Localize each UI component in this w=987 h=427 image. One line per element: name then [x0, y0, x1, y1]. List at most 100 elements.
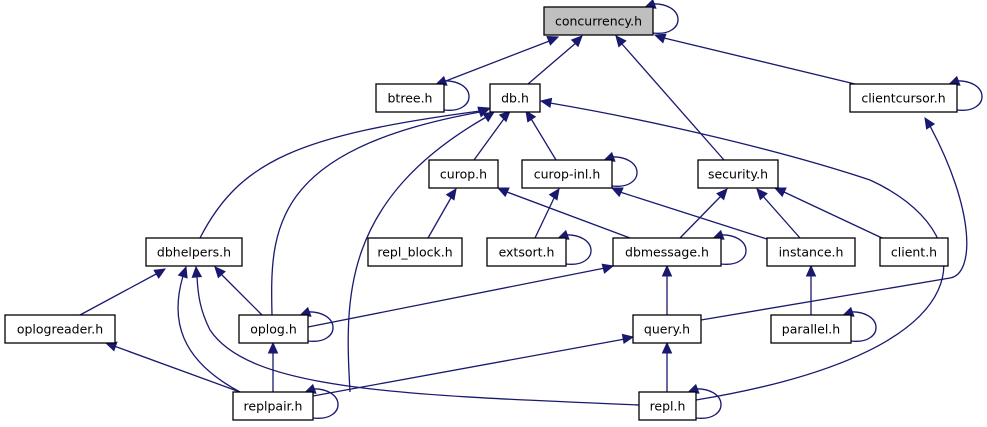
arrowhead-icon — [924, 116, 936, 130]
node-box — [770, 314, 852, 344]
edge-line — [199, 110, 481, 239]
edge-line — [347, 115, 489, 393]
arrowhead-icon — [773, 187, 787, 198]
arrowhead-icon — [805, 264, 817, 277]
edge-replpair-to-query — [312, 333, 635, 397]
arrowhead-icon — [496, 187, 510, 198]
node-box — [238, 314, 309, 344]
node-oplogreader[interactable]: oplogreader.h — [4, 314, 116, 344]
node-curop[interactable]: curop.h — [428, 159, 499, 189]
self-loop-edge-oplog-to-oplog — [298, 306, 334, 342]
edge-oplog-to-db — [271, 107, 491, 316]
edge-replpair-to-oplogreader — [104, 341, 241, 393]
node-btree[interactable]: btree.h — [375, 83, 445, 113]
node-box — [697, 159, 779, 189]
node-label: replpair.h — [244, 399, 303, 414]
node-label: parallel.h — [782, 322, 840, 337]
edge-db-to-concurrency — [527, 35, 583, 85]
node-label: extsort.h — [499, 245, 555, 260]
edge-line — [113, 345, 241, 393]
node-box — [632, 314, 702, 344]
root-node-box — [543, 6, 654, 36]
node-box — [145, 237, 243, 267]
edge-replpair-to-dbhelpers — [177, 265, 241, 393]
edge-instance-to-curop_inl — [610, 187, 771, 241]
node-label: curop.h — [440, 167, 487, 182]
edge-dbmessage-to-security — [679, 188, 728, 239]
edge-line — [952, 80, 983, 111]
edge-line — [700, 125, 968, 321]
node-clientcursor[interactable]: clientcursor.h — [849, 83, 958, 113]
node-parallel[interactable]: parallel.h — [770, 314, 852, 344]
arrowhead-icon — [756, 188, 768, 201]
node-dbmessage[interactable]: dbmessage.h — [612, 237, 722, 267]
node-repl[interactable]: repl.h — [638, 391, 697, 421]
node-instance[interactable]: instance.h — [766, 237, 856, 267]
edge-line — [619, 191, 771, 241]
edge-line — [527, 41, 578, 85]
edge-line — [783, 191, 883, 239]
edge-line — [621, 43, 725, 161]
arrowhead-icon — [267, 341, 279, 354]
edge-line — [691, 388, 722, 419]
node-box — [375, 83, 445, 113]
node-extsort[interactable]: extsort.h — [486, 237, 567, 267]
node-dbhelpers[interactable]: dbhelpers.h — [145, 237, 243, 267]
node-concurrency[interactable]: concurrency.h — [543, 6, 654, 36]
arrowhead-icon — [601, 263, 615, 274]
arrowhead-icon — [610, 187, 624, 198]
node-label: security.h — [708, 167, 768, 182]
edges-layer — [79, 0, 983, 419]
node-box — [367, 237, 463, 267]
arrowhead-icon — [525, 109, 537, 123]
node-box — [489, 83, 541, 113]
edge-oplogreader-to-dbhelpers — [79, 268, 167, 316]
node-client[interactable]: client.h — [879, 237, 949, 267]
arrowhead-icon — [153, 268, 167, 279]
edge-line — [561, 234, 592, 265]
edge-line — [761, 194, 801, 239]
edge-line — [219, 272, 263, 316]
node-box — [879, 237, 949, 267]
edge-client-to-security — [773, 187, 883, 239]
node-box — [428, 159, 499, 189]
edge-line — [196, 276, 640, 406]
node-label: dbhelpers.h — [157, 245, 231, 260]
node-oplog[interactable]: oplog.h — [238, 314, 309, 344]
node-security[interactable]: security.h — [697, 159, 779, 189]
edge-line — [312, 338, 626, 397]
node-repl-block[interactable]: repl_block.h — [367, 237, 463, 267]
node-box — [486, 237, 567, 267]
edge-repl-to-query — [661, 341, 673, 392]
edge-line — [177, 275, 241, 393]
arrowhead-icon — [177, 265, 188, 279]
node-db[interactable]: db.h — [489, 83, 541, 113]
arrowhead-icon — [477, 107, 491, 118]
arrowhead-icon — [548, 188, 560, 201]
edge-line — [439, 80, 470, 111]
node-label: query.h — [644, 322, 690, 337]
edge-line — [648, 3, 679, 34]
node-query[interactable]: query.h — [632, 314, 702, 344]
arrowhead-icon — [615, 35, 627, 48]
arrowhead-icon — [621, 333, 635, 345]
edge-security-to-concurrency — [615, 35, 725, 161]
arrowhead-icon — [214, 266, 226, 279]
edge-btree-to-concurrency — [437, 35, 560, 85]
edge-line — [473, 115, 507, 161]
edge-line — [716, 234, 747, 265]
node-box — [849, 83, 958, 113]
edge-line — [427, 195, 453, 239]
edge-line — [679, 194, 723, 239]
edge-line — [549, 102, 945, 401]
arrowhead-icon — [570, 35, 583, 48]
node-replpair[interactable]: replpair.h — [232, 391, 314, 421]
edge-line — [534, 195, 556, 239]
node-box — [766, 237, 856, 267]
node-box — [521, 159, 613, 189]
node-label: concurrency.h — [555, 14, 642, 29]
node-box — [612, 237, 722, 267]
node-box — [638, 391, 697, 421]
node-curop-inl[interactable]: curop-inl.h — [521, 159, 613, 189]
